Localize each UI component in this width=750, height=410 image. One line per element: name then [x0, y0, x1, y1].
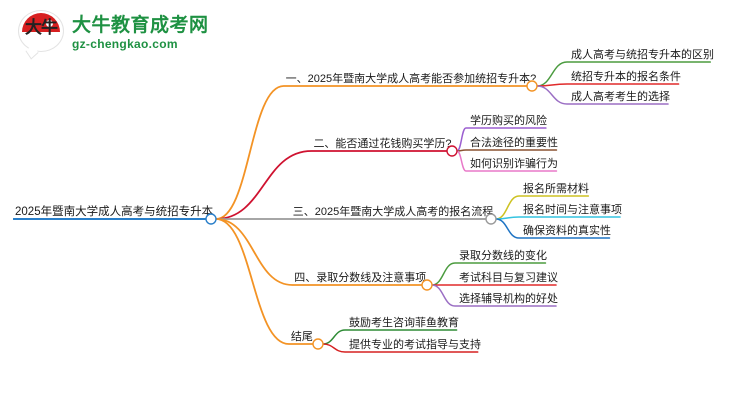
branch-label-3: 三、2025年暨南大学成人高考的报名流程: [293, 204, 493, 218]
branch-edge-5: [215, 218, 319, 345]
child-label-2-2: 合法途径的重要性: [470, 135, 558, 149]
branch-node-2[interactable]: [446, 145, 458, 157]
child-edge-1-3: [536, 85, 669, 105]
child-label-4-2: 考试科目与复习建议: [459, 270, 558, 284]
child-edge-4-1: [431, 262, 547, 286]
branch-label-2: 二、能否通过花钱购买学历?: [313, 136, 451, 150]
site-logo: 大牛 大牛教育成考网 gz-chengkao.com: [18, 10, 209, 60]
child-label-3-1: 报名所需材料: [523, 181, 589, 195]
child-edge-3-2: [495, 216, 621, 220]
logo-text-block: 大牛教育成考网 gz-chengkao.com: [72, 15, 209, 52]
child-edge-1-1: [536, 61, 712, 87]
branch-node-3[interactable]: [485, 213, 497, 225]
branch-label-5: 结尾: [291, 330, 313, 343]
child-edge-2-2: [456, 149, 558, 152]
branch-node-4[interactable]: [421, 279, 433, 291]
logo-red-arc: [22, 13, 60, 32]
logo-glyph-text: 大牛: [25, 18, 58, 38]
child-edge-5-1: [322, 329, 458, 345]
child-edge-2-1: [456, 127, 547, 152]
root-node-circle[interactable]: [205, 213, 217, 225]
speech-bubble-logo-icon: 大牛: [18, 10, 64, 60]
child-label-4-1: 录取分数线的变化: [459, 248, 547, 262]
logo-white-dot: [46, 20, 53, 27]
branch-edge-4: [215, 218, 428, 286]
branch-edge-1: [215, 85, 533, 220]
branch-label-4: 四、录取分数线及注意事项: [294, 270, 426, 284]
branch-label-1: 一、2025年暨南大学成人高考能否参加统招专升本?: [286, 71, 537, 85]
branch-edge-2: [215, 150, 453, 220]
child-edge-3-3: [495, 218, 611, 239]
brand-url: gz-chengkao.com: [72, 36, 178, 51]
root-node-label: 2025年暨南大学成人高考与统招专升本: [15, 204, 214, 218]
mindmap-nodes: 2025年暨南大学成人高考与统招专升本 一、2025年暨南大学成人高考能否参加统招…: [15, 47, 714, 351]
child-label-5-2: 提供专业的考试指导与支持: [349, 337, 481, 351]
child-label-3-3: 确保资料的真实性: [523, 223, 611, 237]
branch-node-1[interactable]: [526, 80, 538, 92]
mindmap-edges: [13, 61, 712, 353]
child-label-1-1: 成人高考与统招专升本的区别: [571, 47, 714, 61]
child-label-2-3: 如何识别诈骗行为: [470, 156, 558, 170]
child-label-1-2: 统招专升本的报名条件: [571, 69, 681, 83]
child-label-5-1: 鼓励考生咨询菲鱼教育: [349, 315, 459, 329]
child-label-1-3: 成人高考考生的选择: [571, 89, 670, 103]
brand-name: 大牛教育成考网: [72, 14, 209, 36]
child-edge-4-3: [431, 284, 557, 307]
branch-node-5[interactable]: [312, 338, 324, 350]
child-edge-1-2: [536, 83, 680, 87]
child-label-3-2: 报名时间与注意事项: [523, 202, 622, 216]
child-edge-2-3: [456, 150, 558, 172]
child-edge-5-2: [322, 343, 479, 353]
child-label-2-1: 学历购买的风险: [470, 113, 547, 127]
child-label-4-3: 选择辅导机构的好处: [459, 291, 558, 305]
